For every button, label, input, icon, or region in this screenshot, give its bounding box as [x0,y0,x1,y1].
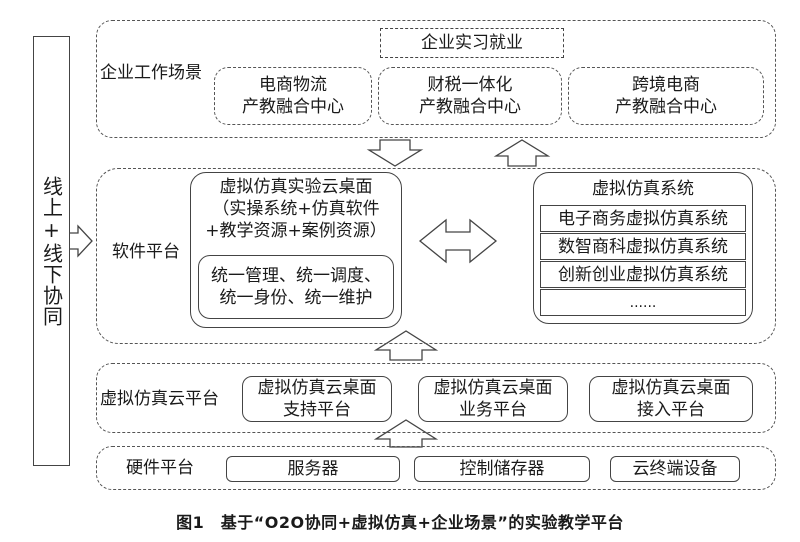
cloud-box-2-line2: 业务平台 [459,400,527,420]
center-3-line2: 产教融合中心 [615,97,717,117]
cloud-box-3-line1: 虚拟仿真云桌面 [611,378,731,398]
center-3-line1: 跨境电商 [632,75,700,95]
internship-label: 企业实习就业 [421,33,523,53]
down-arrow [366,139,424,167]
center-cross-border: 跨境电商 产教融合中心 [568,67,764,125]
cloud-desktop-title: 虚拟仿真实验云桌面 [219,177,373,197]
side-collab-label: 线上+线下协同 [39,175,64,327]
cloud-terminal-box: 云终端设备 [610,456,740,482]
storage-controller-label: 控制储存器 [459,459,545,479]
side-to-software-arrow [67,224,93,258]
cloud-section [96,363,776,433]
sim-system-item-label: ...... [629,294,657,311]
mgmt-line2: 统一身份、统一维护 [219,288,373,308]
software-section [96,168,776,344]
cloud-box-1-line1: 虚拟仿真云桌面 [257,378,377,398]
unified-management-box: 统一管理、统一调度、 统一身份、统一维护 [198,255,394,319]
hardware-up-arrow [373,419,439,448]
up-arrow [493,139,551,167]
double-arrow [418,218,498,264]
cloud-box-2-line1: 虚拟仿真云桌面 [433,378,553,398]
sim-system-item: 数智商科虚拟仿真系统 [540,233,746,260]
sim-system-item-label: 数智商科虚拟仿真系统 [558,236,728,257]
internship-box: 企业实习就业 [380,28,564,58]
software-label: 软件平台 [112,242,180,262]
hardware-label: 硬件平台 [126,458,194,478]
center-1-line2: 产教融合中心 [242,97,344,117]
cloud-terminal-label: 云终端设备 [632,459,718,479]
sim-system-item-label: 电子商务虚拟仿真系统 [558,208,728,229]
hardware-section [96,446,776,490]
side-collab-bar: 线上+线下协同 [33,36,70,466]
center-2-line1: 财税一体化 [427,75,513,95]
cloud-box-1-line2: 支持平台 [283,400,351,420]
cloud-desktop-line2: （实操系统+仿真软件 [212,199,380,219]
sim-system-item-label: 创新创业虚拟仿真系统 [558,264,728,285]
storage-controller-box: 控制储存器 [414,456,590,482]
cloud-label: 虚拟仿真云平台 [100,389,219,409]
cloud-business-platform: 虚拟仿真云桌面 业务平台 [418,376,568,422]
figure-caption: 图1 基于“O2O协同+虚拟仿真+企业场景”的实验教学平台 [176,513,624,532]
sim-system-item: ...... [540,289,746,316]
cloud-access-platform: 虚拟仿真云桌面 接入平台 [589,376,753,422]
cloud-support-platform: 虚拟仿真云桌面 支持平台 [242,376,392,422]
sim-system-title: 虚拟仿真系统 [592,179,694,199]
mgmt-line1: 统一管理、统一调度、 [211,266,381,286]
cloud-up-arrow [373,330,439,361]
sim-system-item: 创新创业虚拟仿真系统 [540,261,746,288]
server-label: 服务器 [287,459,339,479]
cloud-box-3-line2: 接入平台 [637,400,705,420]
center-2-line2: 产教融合中心 [419,97,521,117]
center-ecommerce-logistics: 电商物流 产教融合中心 [214,67,372,125]
server-box: 服务器 [226,456,400,482]
enterprise-section [96,20,776,138]
sim-system-item: 电子商务虚拟仿真系统 [540,205,746,232]
center-finance-tax: 财税一体化 产教融合中心 [378,67,562,125]
enterprise-label: 企业工作场景 [100,63,202,83]
center-1-line1: 电商物流 [259,75,327,95]
cloud-desktop-text: 虚拟仿真实验云桌面 （实操系统+仿真软件 +教学资源+案例资源） [190,176,402,242]
cloud-desktop-line3: +教学资源+案例资源） [205,221,387,241]
